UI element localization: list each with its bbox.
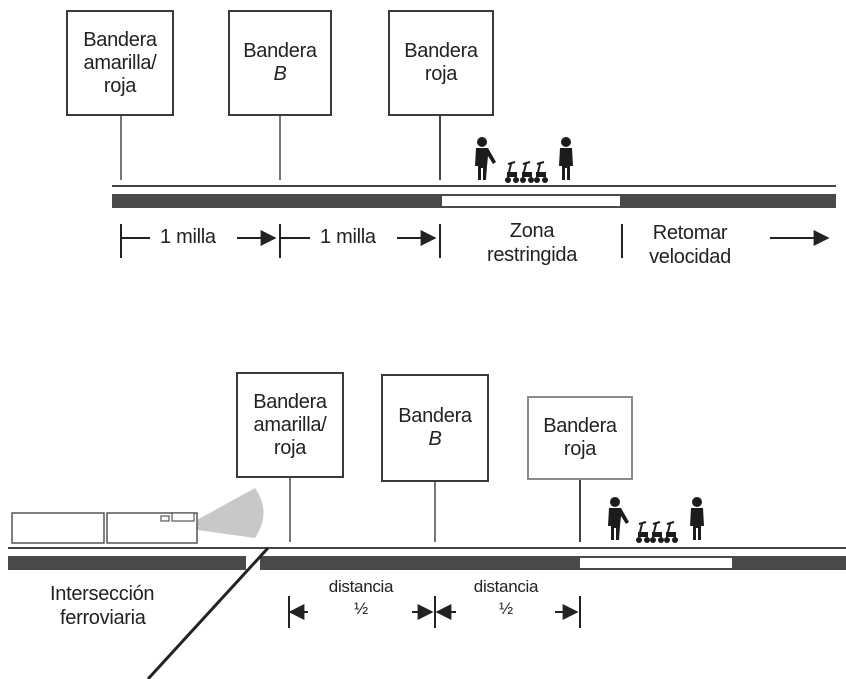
railroad-crossing-label: Intersección ferroviaria bbox=[50, 582, 155, 630]
sign-text: Bandera bbox=[398, 405, 472, 427]
label-line: distancia bbox=[328, 577, 394, 596]
bottom-distance-label-2: distancia ½ bbox=[458, 576, 554, 620]
label-line: Zona bbox=[509, 220, 555, 242]
bottom-distance-arrows bbox=[288, 596, 581, 628]
top-sign-b: Bandera B bbox=[228, 10, 332, 116]
top-distance-label-2: 1 milla bbox=[320, 226, 376, 248]
bottom-track bbox=[8, 547, 846, 570]
label-line: ½ bbox=[354, 599, 368, 618]
bottom-workers-icon bbox=[608, 497, 704, 544]
top-sign-yellow-red: Bandera amarilla/ roja bbox=[66, 10, 174, 116]
sign-text: B bbox=[273, 63, 287, 85]
resume-speed-label: Retomar velocidad bbox=[630, 221, 750, 269]
sign-text: roja bbox=[273, 436, 307, 459]
label-line: restringida bbox=[486, 244, 578, 266]
top-distance-label-1: 1 milla bbox=[160, 226, 216, 248]
bottom-sign-b: Bandera B bbox=[381, 374, 489, 482]
sign-text: Bandera bbox=[83, 28, 157, 51]
train-icon bbox=[11, 488, 264, 544]
sign-text: Bandera bbox=[253, 390, 327, 413]
bottom-sign-red-post bbox=[579, 478, 581, 542]
label-line: ½ bbox=[499, 599, 513, 618]
bottom-sign-red: Bandera roja bbox=[527, 396, 633, 480]
sign-text: amarilla/ bbox=[253, 413, 327, 436]
bottom-distance-label-1: distancia ½ bbox=[312, 576, 410, 620]
sign-text: B bbox=[428, 428, 442, 450]
top-sign-red-post bbox=[439, 114, 441, 180]
bottom-sign-yellow-red: Bandera amarilla/ roja bbox=[236, 372, 344, 478]
top-track bbox=[112, 185, 836, 208]
top-sign-b-post bbox=[279, 114, 281, 180]
label-line: ferroviaria bbox=[60, 607, 146, 629]
sign-text: Bandera bbox=[243, 40, 317, 62]
label-line: velocidad bbox=[649, 246, 731, 268]
label-line: Retomar bbox=[652, 222, 728, 244]
sign-text: roja bbox=[563, 438, 597, 460]
top-sign-yellow-red-post bbox=[120, 114, 122, 180]
top-workers-icon bbox=[475, 137, 573, 184]
restricted-zone-label: Zona restringida bbox=[462, 219, 602, 267]
sign-text: roja bbox=[424, 63, 458, 85]
sign-text: roja bbox=[103, 74, 137, 97]
crossing-track bbox=[146, 546, 270, 679]
top-sign-red: Bandera roja bbox=[388, 10, 494, 116]
top-distance-arrows bbox=[120, 224, 830, 258]
label-line: Intersección bbox=[50, 583, 155, 605]
sign-text: Bandera bbox=[543, 415, 617, 437]
bottom-sign-yellow-red-post bbox=[289, 476, 291, 542]
sign-text: amarilla/ bbox=[83, 51, 157, 74]
bottom-sign-b-post bbox=[434, 482, 436, 542]
label-line: distancia bbox=[473, 577, 539, 596]
sign-text: Bandera bbox=[404, 40, 478, 62]
